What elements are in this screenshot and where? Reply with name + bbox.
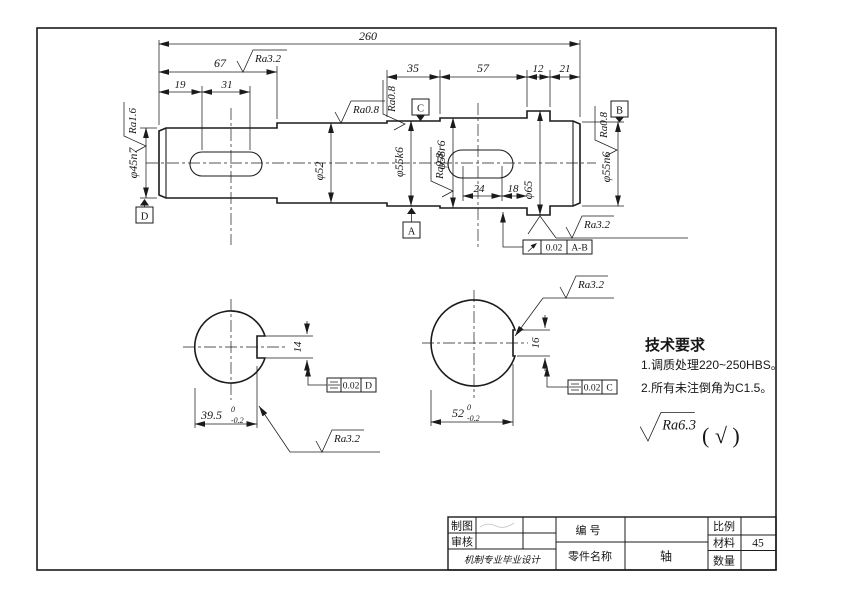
roughness-seg1-end: Ra1.6 (123, 102, 147, 153)
roughness-default-label: Ra6.3 (661, 417, 696, 433)
dia-seg1: φ45n7 (126, 147, 140, 179)
section-circle-right (430, 299, 517, 387)
roughness-section-left: Ra3.2 (315, 429, 364, 453)
datum-b: B (610, 100, 629, 123)
rest-surfaces-symbol: ( √ ) (702, 423, 740, 448)
datum-b-label: B (616, 106, 623, 117)
runout-datum: A-B (571, 244, 587, 254)
title-part-label: 零件名称 (568, 549, 612, 563)
dim-key1-offset: 19 (175, 79, 187, 91)
title-material-label: 材料 (713, 536, 735, 550)
keyway-2 (447, 149, 514, 179)
roughness-key2-side-label: Ra0.8 (434, 153, 446, 180)
roughness-seg1-top-label: Ra3.2 (254, 53, 281, 65)
dim-overall: 260 (359, 29, 377, 43)
keyway-1 (189, 151, 263, 177)
dim-key2-face: 18 (508, 183, 520, 195)
symmetry-c-datum: C (606, 384, 612, 394)
runout-value: 0.02 (546, 244, 563, 254)
roughness-section-left-label: Ra3.2 (333, 433, 360, 445)
symmetry-icon (328, 381, 340, 389)
diameter-dimensions: φ45n7 φ52 φ55k6 φ58r6 φ65 φ55n6 (126, 110, 621, 215)
dim-section-right-lower: -0.2 (467, 414, 480, 423)
roughness-seg3-ext-label: Ra0.8 (386, 86, 398, 113)
dim-key2-len: 24 (474, 183, 486, 195)
roughness-shoulder: Ra3.2 (565, 215, 614, 239)
keyway2-dimensions: 24 18 (462, 183, 527, 199)
dim-key-width-left: 14 (292, 341, 304, 353)
title-org: 机制专业毕业设计 (464, 555, 542, 566)
shaft-main-view (146, 103, 596, 250)
datum-c: C (411, 98, 430, 122)
roughness-seg2-top-label: Ra0.8 (352, 104, 379, 116)
dim-seg1: 67 (214, 56, 227, 70)
title-scale-label: 比例 (713, 519, 735, 533)
symmetry-c-value: 0.02 (584, 384, 601, 394)
symmetry-d-value: 0.02 (343, 382, 360, 392)
roughness-seg1-end-label: Ra1.6 (127, 108, 139, 135)
title-block: 制图 审核 机制专业毕业设计 编 号 零件名称 轴 比例 材料 45 数量 (447, 516, 777, 571)
datum-d-label: D (141, 212, 149, 223)
tolerance-frame-runout: 0.02 A-B (500, 212, 593, 255)
dim-seg4: 57 (477, 61, 490, 75)
dim-key-width-right: 16 (530, 337, 542, 349)
roughness-section-right: Ra3.2 (559, 275, 608, 299)
title-part-name: 轴 (660, 549, 672, 564)
dia-seg2: φ52 (312, 162, 326, 181)
dim-section-left-width: 39.5 (200, 408, 222, 422)
roughness-default: Ra6.3 (639, 412, 696, 442)
dia-seg4: φ58r6 (434, 140, 448, 169)
roughness-seg2-top: Ra0.8 (334, 100, 385, 124)
symmetry-icon (569, 383, 581, 391)
extension-lines (140, 40, 624, 207)
symmetry-d-datum: D (365, 382, 372, 392)
datum-a-label: A (408, 227, 416, 238)
datum-frames: D A C B (135, 98, 629, 239)
top-dimensions: 260 67 19 31 35 57 12 21 (158, 29, 580, 95)
signature-scribble (479, 522, 515, 528)
datum-c-label: C (417, 104, 424, 115)
title-draft-label: 制图 (451, 520, 473, 533)
title-qty-label: 数量 (713, 555, 735, 568)
border-frame (36, 27, 777, 571)
roughness-shoulder-label: Ra3.2 (583, 219, 610, 231)
tech-item-2: 2.所有未注倒角为C1.5。 (641, 380, 772, 395)
roughness-key2-side: Ra0.8 (430, 147, 454, 198)
tech-item-1: 1.调质处理220~250HBS。 (641, 358, 783, 372)
dia-collar: φ65 (521, 181, 535, 200)
datum-d: D (135, 199, 154, 224)
section-view-left: 14 39.5 0 -0.2 0.02 D Ra3.2 (183, 299, 380, 453)
dia-seg6: φ55n6 (599, 152, 613, 183)
section-view-right: 16 52 0 -0.2 0.02 C Ra3.2 (422, 275, 618, 426)
roughness-seg1-top: Ra3.2 (236, 49, 287, 73)
tech-title: 技术要求 (645, 336, 706, 354)
dim-seg6: 21 (560, 63, 571, 75)
roughness-seg6-side-label: Ra0.8 (598, 112, 610, 139)
title-material-value: 45 (752, 538, 764, 550)
datum-a: A (402, 207, 421, 239)
shaft-outline (158, 110, 581, 216)
circular-runout-icon (527, 243, 537, 252)
title-check-label: 审核 (451, 535, 473, 549)
roughness-section-right-label: Ra3.2 (577, 279, 604, 291)
dim-seg3: 35 (406, 61, 419, 75)
dim-key1-len: 31 (221, 79, 233, 91)
roughness-seg3-ext: Ra0.8 (382, 80, 406, 131)
section-circle-left (194, 310, 267, 384)
shoulder-pointer (527, 215, 557, 239)
dia-seg3: φ55k6 (392, 147, 406, 177)
dim-section-right-width: 52 (452, 406, 464, 420)
roughness-symbols: Ra3.2 Ra0.8 Ra0.8 Ra0.8 Ra0.8 Ra1.6 Ra3.… (123, 49, 688, 239)
technical-requirements: 技术要求 1.调质处理220~250HBS。 2.所有未注倒角为C1.5。 Ra… (639, 336, 783, 448)
dim-section-left-lower: -0.2 (231, 416, 244, 425)
title-number-label: 编 号 (575, 523, 600, 537)
dim-section-right-upper: 0 (467, 403, 471, 412)
roughness-seg6-side: Ra0.8 (594, 106, 618, 157)
dim-collar: 12 (533, 63, 545, 75)
dim-section-left-upper: 0 (231, 405, 235, 414)
